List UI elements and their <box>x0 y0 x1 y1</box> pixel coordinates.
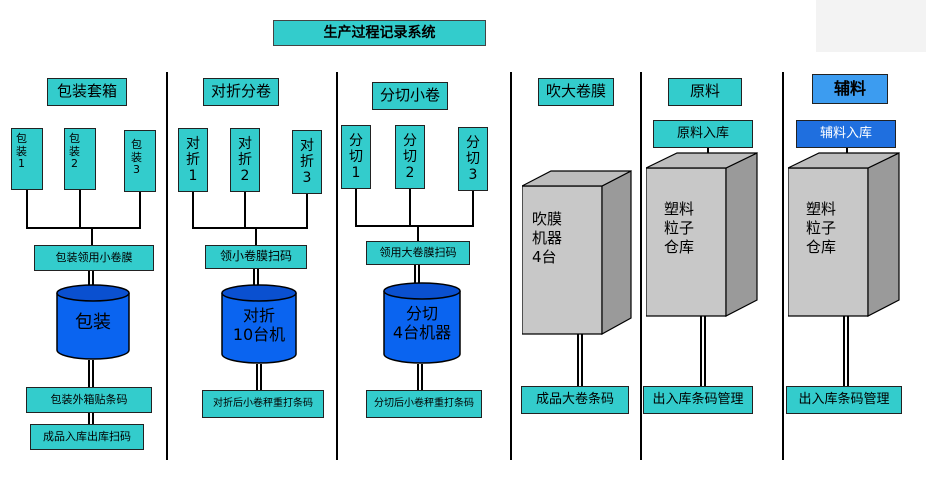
folding-connector <box>192 192 194 228</box>
slitting-station-2: 分 切 2 <box>395 125 425 189</box>
folding-machine: 对折 10台机 <box>221 284 297 364</box>
packaging-collect-step: 包装领用小卷膜 <box>34 245 154 271</box>
page-title: 生产过程记录系统 <box>273 20 486 46</box>
packaging-machine-label: 包装 <box>75 312 111 333</box>
folding-collect-step: 领小卷膜扫码 <box>205 245 307 269</box>
aux-barcode-step: 出入库条码管理 <box>786 386 902 414</box>
slitting-connector <box>355 189 357 226</box>
blowing-link <box>577 334 583 386</box>
packaging-link <box>88 413 94 425</box>
packaging-connector <box>139 192 141 228</box>
divider-5 <box>782 72 784 460</box>
divider-2 <box>336 72 338 460</box>
aux-inbound-step: 辅料入库 <box>796 120 896 148</box>
packaging-connector <box>26 227 141 229</box>
raw-warehouse: 塑料 粒子 仓库 <box>645 152 758 317</box>
packaging-station-1: 包 装 1 <box>11 128 43 190</box>
packaging-connector <box>91 227 93 245</box>
slitting-link <box>417 364 423 390</box>
raw-link <box>700 316 706 386</box>
folding-header: 对折分卷 <box>203 78 279 106</box>
slitting-link <box>414 265 420 287</box>
packaging-link <box>88 360 94 387</box>
blowing-barcode-step: 成品大卷条码 <box>521 386 629 414</box>
packaging-header: 包装套箱 <box>47 78 127 106</box>
slitting-station-1: 分 切 1 <box>341 125 371 189</box>
packaging-station-3: 包 装 3 <box>124 130 156 192</box>
folding-link <box>256 364 262 390</box>
slitting-header: 分切小卷 <box>372 82 448 110</box>
packaging-connector <box>79 190 81 228</box>
slitting-connector <box>472 191 474 226</box>
packaging-connector <box>26 190 28 228</box>
folding-barcode-step: 对折后小卷秤重打条码 <box>202 390 324 418</box>
folding-station-3: 对 折 3 <box>292 130 322 194</box>
folding-machine-label: 对折 10台机 <box>232 306 286 345</box>
slitting-connector <box>355 225 474 227</box>
faint-corner-panel <box>816 0 926 52</box>
folding-connector <box>255 227 257 245</box>
blowing-machine: 吹膜 机器 4台 <box>521 170 632 336</box>
slitting-machine-label: 分切 4台机器 <box>392 304 452 343</box>
packaging-machine: 包装 <box>56 284 130 360</box>
raw-header: 原料 <box>668 78 742 106</box>
blowing-machine-label: 吹膜 机器 4台 <box>532 210 563 266</box>
blowing-header: 吹大卷膜 <box>538 78 614 106</box>
slitting-connector <box>409 189 411 226</box>
slitting-station-3: 分 切 3 <box>458 127 488 191</box>
divider-4 <box>640 72 642 460</box>
folding-station-2: 对 折 2 <box>230 128 260 192</box>
slitting-barcode-step: 分切后小卷秤重打条码 <box>366 390 482 418</box>
divider-3 <box>510 72 512 460</box>
folding-connector <box>306 194 308 228</box>
raw-warehouse-label: 塑料 粒子 仓库 <box>664 200 695 256</box>
divider-1 <box>166 72 168 460</box>
raw-barcode-step: 出入库条码管理 <box>643 386 753 414</box>
packaging-station-2: 包 装 2 <box>64 128 96 190</box>
packaging-warehouse-step: 成品入库出库扫码 <box>30 424 144 450</box>
slitting-machine: 分切 4台机器 <box>383 282 461 364</box>
packaging-barcode-step: 包装外箱贴条码 <box>26 387 152 413</box>
slitting-collect-step: 领用大卷膜扫码 <box>366 241 470 265</box>
folding-connector <box>244 192 246 228</box>
raw-inbound-step: 原料入库 <box>653 120 753 148</box>
aux-warehouse-label: 塑料 粒子 仓库 <box>806 200 837 256</box>
aux-warehouse: 塑料 粒子 仓库 <box>787 152 900 317</box>
packaging-link <box>88 271 94 289</box>
aux-header: 辅料 <box>812 74 888 104</box>
aux-link <box>843 316 849 386</box>
folding-connector <box>192 227 308 229</box>
folding-link <box>253 269 259 289</box>
folding-station-1: 对 折 1 <box>178 128 208 192</box>
slitting-connector <box>417 225 419 241</box>
